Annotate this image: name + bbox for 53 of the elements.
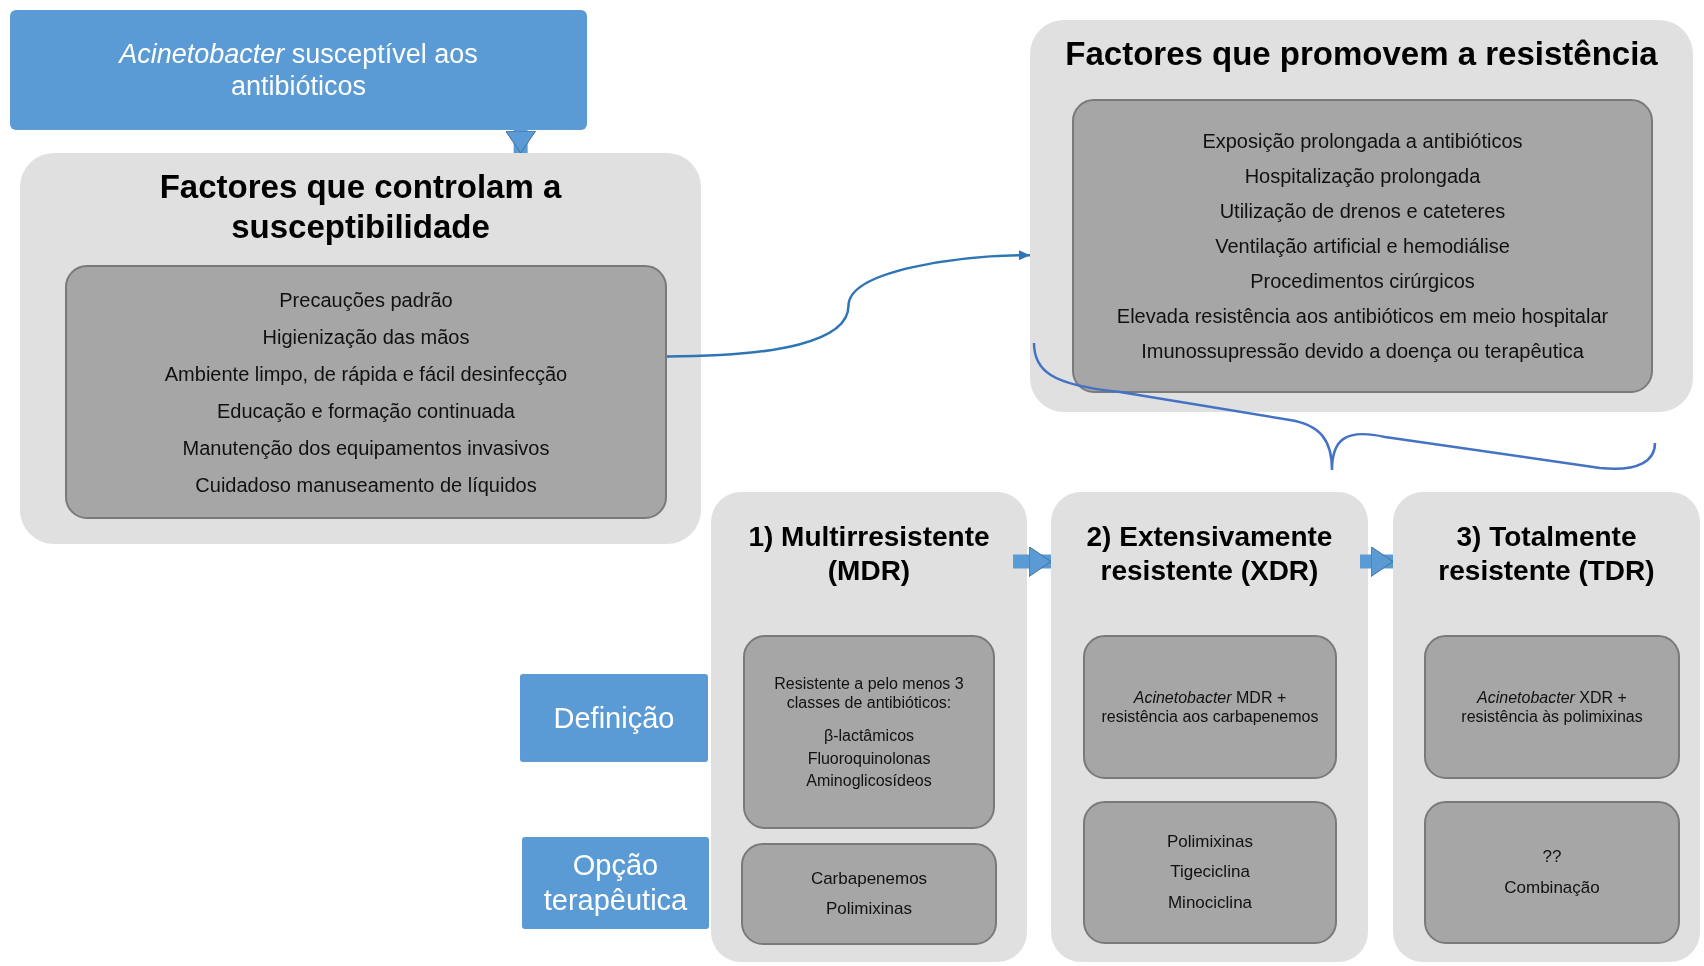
panel-heading: Factores que controlam a susceptibilidade bbox=[158, 167, 563, 247]
panel-heading: 2) Extensivamente resistente (XDR) bbox=[1085, 520, 1334, 588]
list-item: Higienização das mãos bbox=[262, 324, 470, 349]
content-box bbox=[1083, 801, 1337, 944]
list-item: Precauções padrão bbox=[279, 287, 453, 312]
content-box bbox=[743, 635, 995, 829]
list-item: Procedimentos cirúrgicos bbox=[1250, 269, 1475, 293]
list-item: Polimixinas bbox=[1167, 831, 1253, 853]
list-item: Exposição prolongada a antibióticos bbox=[1202, 129, 1523, 153]
content-box bbox=[1072, 99, 1653, 393]
panel-heading: 3) Totalmente resistente (TDR) bbox=[1437, 520, 1656, 588]
list-item: Ambiente limpo, de rápida e fácil desinfecção bbox=[164, 361, 568, 386]
list-item: Acinetobacter MDR + resistência aos carbapenemos bbox=[1100, 687, 1320, 727]
list-item: β-lactâmicos bbox=[823, 726, 915, 746]
factor-panel bbox=[20, 153, 701, 544]
list-item: Polimixinas bbox=[826, 899, 912, 920]
title-box bbox=[10, 10, 587, 130]
content-box bbox=[1424, 801, 1680, 944]
category-column bbox=[1393, 492, 1700, 962]
box-text: Acinetobacter susceptível aos antibióticos bbox=[117, 37, 479, 103]
list-item: Utilização de drenos e cateteres bbox=[1219, 199, 1506, 223]
list-item: Combinação bbox=[1504, 877, 1600, 898]
content-box bbox=[1424, 635, 1680, 779]
content-box bbox=[65, 265, 667, 519]
box-text: Opção terapêutica bbox=[542, 848, 689, 918]
list-item: Cuidadoso manuseamento de líquidos bbox=[195, 472, 537, 497]
box-text: Definição bbox=[553, 700, 675, 736]
curved-arrow bbox=[667, 250, 1031, 358]
category-column bbox=[1051, 492, 1368, 962]
block-arrow bbox=[1360, 546, 1394, 578]
panel-heading: 1) Multirresistente (MDR) bbox=[747, 520, 991, 588]
list-item: Acinetobacter XDR + resistência às polimixinas bbox=[1460, 687, 1644, 727]
list-item: Resistente a pelo menos 3 classes de antibióticos: bbox=[773, 674, 965, 713]
list-item: Educação e formação continuada bbox=[217, 398, 515, 423]
list-item: Imunossupressão devido a doença ou terapêutica bbox=[1141, 339, 1584, 363]
row-label-box bbox=[520, 674, 708, 762]
panel-heading: Factores que promovem a resistência bbox=[1065, 34, 1658, 74]
factor-panel bbox=[1030, 20, 1693, 412]
list-item: Aminoglicosídeos bbox=[806, 770, 932, 790]
category-column bbox=[711, 492, 1027, 962]
block-arrow bbox=[1013, 546, 1052, 578]
list-item: Hospitalização prolongada bbox=[1244, 164, 1481, 188]
row-label-box bbox=[522, 837, 709, 929]
list-item: Elevada resistência aos antibióticos em meio hospitalar bbox=[1116, 304, 1609, 328]
list-item: Carbapenemos bbox=[810, 868, 928, 889]
list-item: Manutenção dos equipamentos invasivos bbox=[182, 435, 550, 460]
list-item: ?? bbox=[1542, 847, 1562, 868]
content-box bbox=[741, 843, 997, 945]
content-box bbox=[1083, 635, 1337, 779]
list-item: Minociclina bbox=[1167, 892, 1253, 914]
list-item: Ventilação artificial e hemodiálise bbox=[1215, 234, 1510, 258]
list-item: Tigeciclina bbox=[1170, 862, 1250, 883]
list-item: Fluoroquinolonas bbox=[807, 748, 931, 768]
